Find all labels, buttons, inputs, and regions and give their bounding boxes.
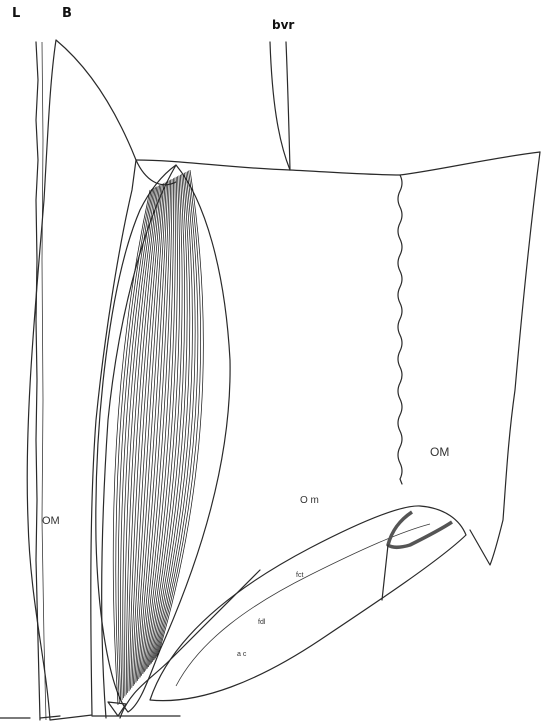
- central-sheet-left-edge: [136, 160, 176, 185]
- muscle-fiber: [128, 185, 160, 693]
- muscle-fiber: [121, 188, 155, 700]
- upper-sheath-line: [136, 152, 540, 175]
- label-om-left: OM: [42, 515, 60, 527]
- bottom-baseline: [0, 716, 180, 718]
- bvr-vertical-line: [286, 42, 290, 170]
- vertical-strut: [382, 545, 388, 600]
- left-edge-inner-line: [42, 42, 46, 720]
- label-small-1: fct: [296, 572, 303, 579]
- right-om-edge: [470, 152, 540, 565]
- thick-bracket: [388, 512, 452, 547]
- label-om-right: OM: [430, 445, 449, 459]
- label-small-3: a c: [237, 651, 247, 658]
- lower-chamber-outline: [150, 506, 466, 701]
- bottom-triangle: [108, 702, 126, 716]
- label-small-2: fdl: [258, 619, 266, 626]
- label-o-m: O m: [300, 495, 319, 506]
- wavy-divider: [398, 175, 402, 484]
